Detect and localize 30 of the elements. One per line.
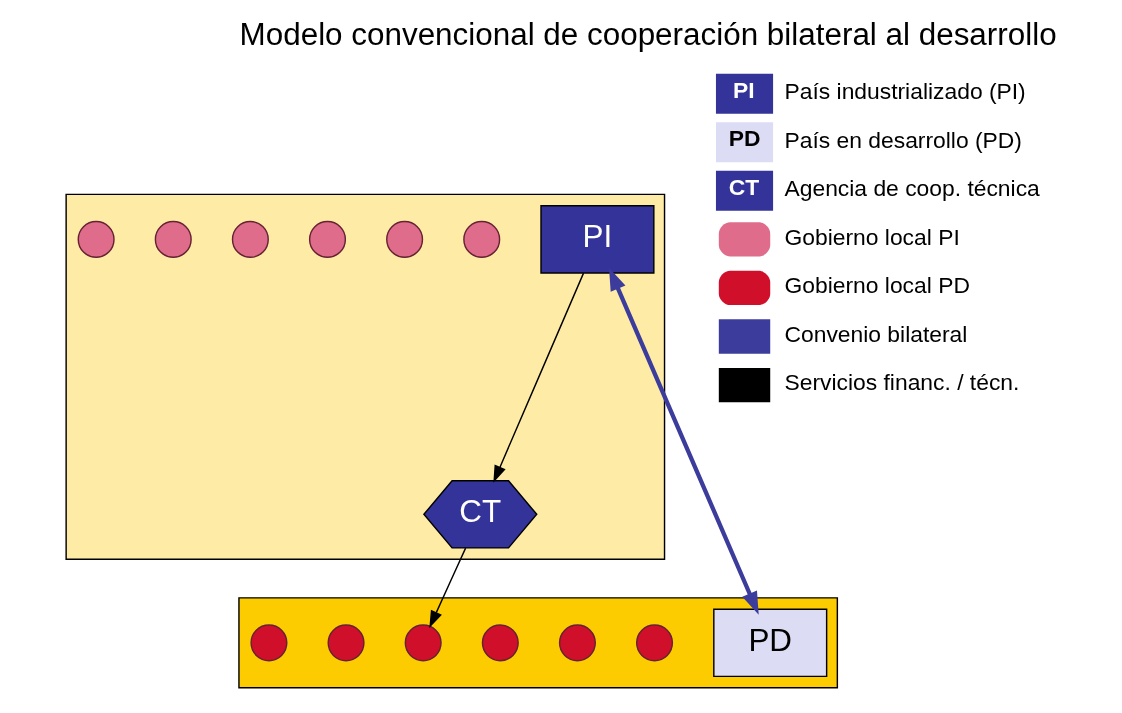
node-circle [463,220,501,258]
label: PI [733,76,755,103]
node-circle [231,220,269,258]
legend-label: País en desarrollo (PD) [784,126,1022,153]
node-circle [558,624,596,662]
label: PD [728,125,761,152]
legend-label: Gobierno local PD [784,272,970,299]
node-box: PD [713,608,828,678]
cluster [238,597,839,689]
node-circle [77,220,115,258]
node-circle [308,220,347,258]
node-circle [154,220,192,258]
arrow [609,267,759,615]
node-circle [635,624,674,662]
legend-label: Convenio bilateral [784,320,968,347]
diagram-title: Modelo convencional de cooperación bilateral al desarrollo [239,16,1057,52]
node-circle [481,624,519,662]
node-circle [250,624,288,662]
cluster [65,193,666,560]
legend-label: País industrializado (PI) [784,78,1026,105]
node-circle [404,624,442,662]
node-box: PI [540,205,655,274]
node-circle [327,624,365,662]
legend-label: Agencia de coop. técnica [784,175,1040,202]
node-circle [386,220,424,258]
arrow [429,547,467,628]
label: CT [728,173,760,200]
legend-label: Servicios financ. / técn. [784,369,1020,396]
legend-label: Gobierno local PI [784,223,960,250]
arrow [493,272,585,483]
